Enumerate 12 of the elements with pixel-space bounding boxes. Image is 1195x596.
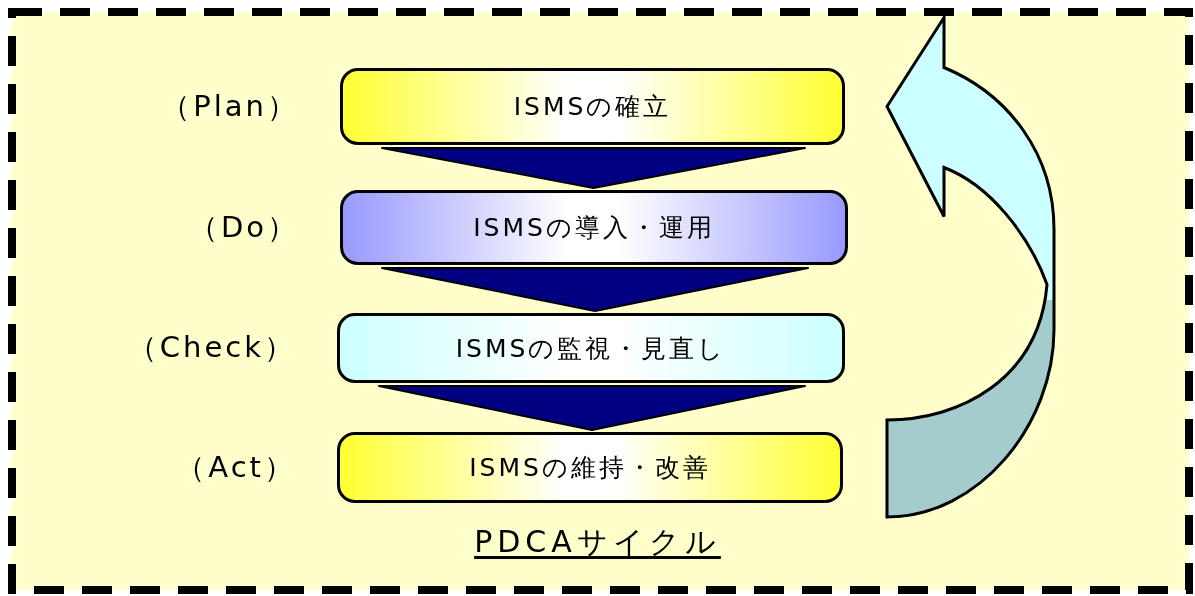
arrow — [381, 147, 806, 189]
arrow — [378, 385, 806, 431]
caption: PDCAサイクル — [474, 524, 721, 559]
phase-label: （Act） — [176, 448, 296, 486]
box-label: ISMSの監視・見直し — [455, 332, 727, 365]
arrow — [381, 267, 809, 312]
phase-label: （Plan） — [161, 87, 299, 125]
box-label: ISMSの確立 — [513, 91, 672, 123]
box-label: ISMSの導入・運用 — [473, 212, 715, 244]
phase-label: （Check） — [127, 329, 296, 366]
phase-label: （Do） — [188, 208, 299, 246]
box-label: ISMSの維持・改善 — [469, 452, 711, 484]
